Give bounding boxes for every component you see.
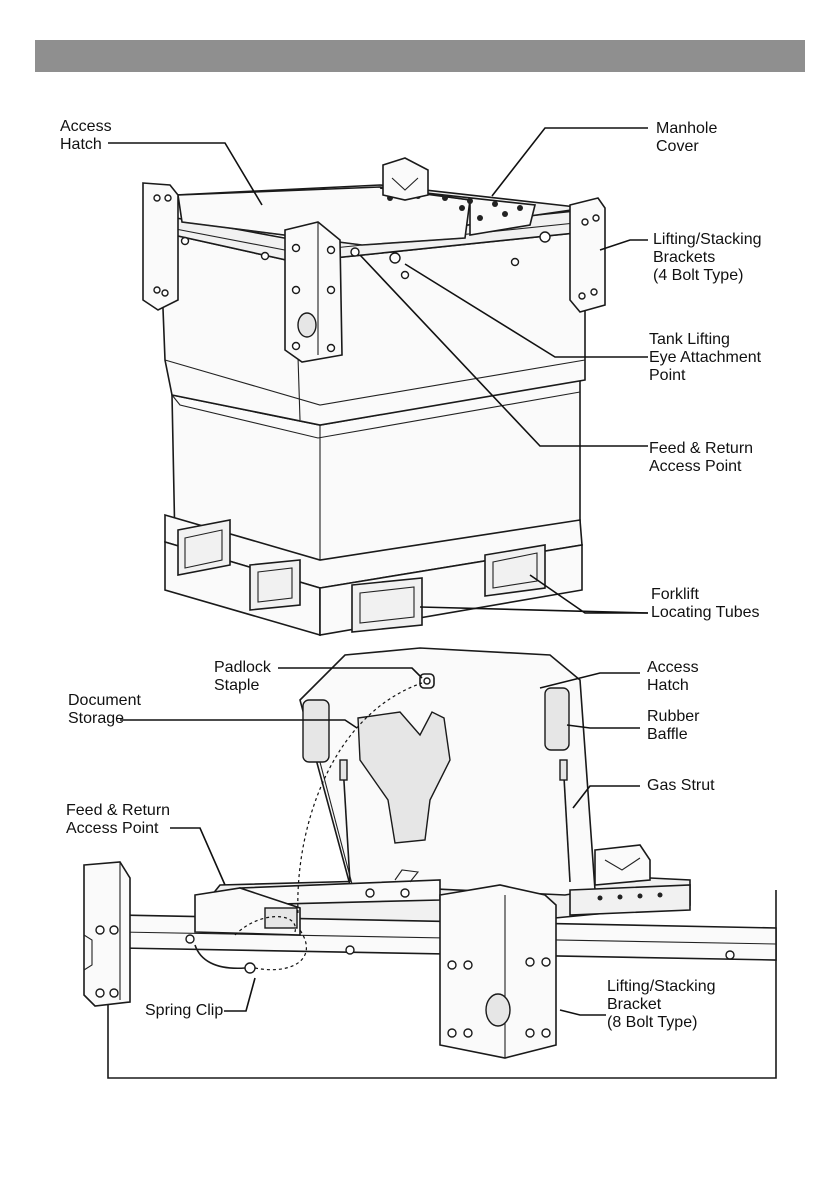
label-rubber-baffle: Rubber Baffle: [647, 708, 699, 744]
label-gas-strut: Gas Strut: [647, 777, 715, 795]
label-access-hatch-bottom: Access Hatch: [647, 659, 699, 695]
label-lifting-bracket-8-bolt: Lifting/Stacking Bracket (8 Bolt Type): [607, 978, 716, 1032]
label-padlock-staple: Padlock Staple: [214, 659, 271, 695]
label-spring-clip: Spring Clip: [145, 1002, 223, 1020]
label-feed-return-bottom: Feed & Return Access Point: [66, 802, 170, 838]
label-document-storage: Document Storage: [68, 692, 141, 728]
